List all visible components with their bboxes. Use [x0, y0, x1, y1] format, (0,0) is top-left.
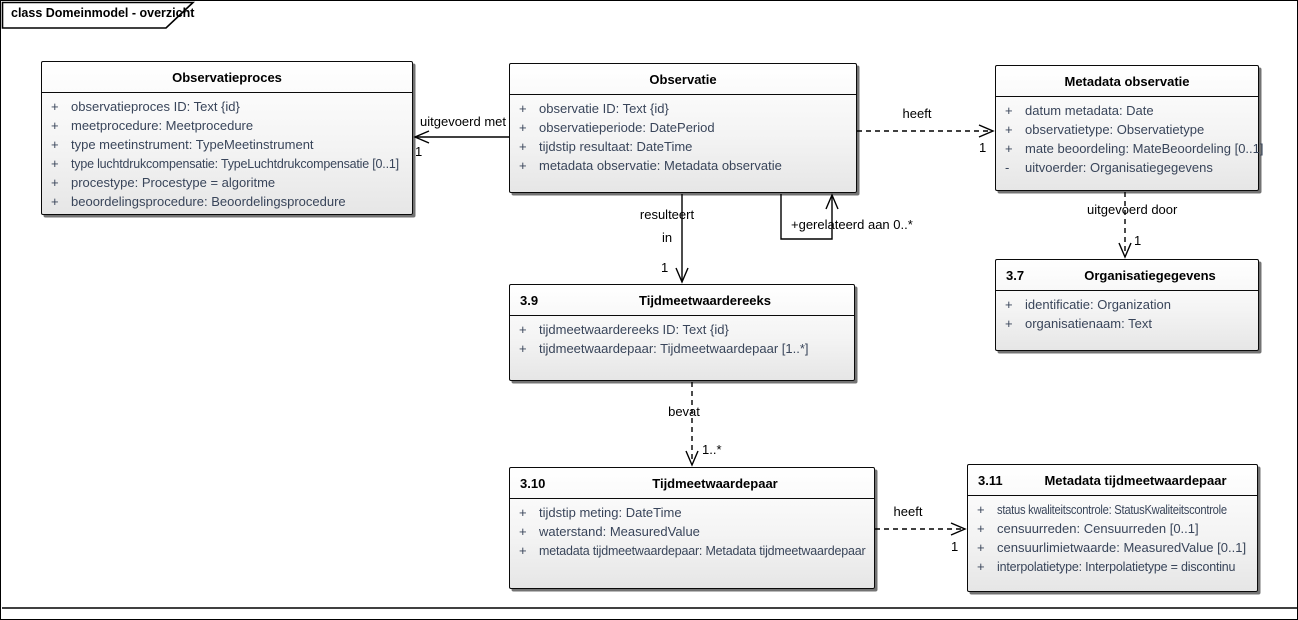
class-metadata-tijdmeetwaardepaar[interactable]: 3.11 Metadata tijdmeetwaardepaar +status…	[967, 464, 1258, 592]
attribute-row: +type luchtdrukcompensatie: TypeLuchtdru…	[51, 156, 399, 171]
multiplicity-bevat: 1..*	[702, 442, 722, 457]
class-observatie[interactable]: Observatie +observatie ID: Text {id} +ob…	[509, 63, 857, 193]
attribute-row: +tijdmeetwaardepaar: Tijdmeetwaardepaar …	[519, 341, 809, 356]
class-number: 3.11	[978, 472, 1003, 488]
attribute-row: +tijdmeetwaardereeks ID: Text {id}	[519, 322, 729, 337]
connector-label-heeft-observatie: heeft	[902, 106, 932, 121]
attribute-row: +tijdstip resultaat: DateTime	[519, 139, 693, 154]
multiplicity-resulteert: 1	[661, 260, 669, 275]
attribute-row: +censuurlimietwaarde: MeasuredValue [0..…	[977, 540, 1247, 555]
attribute-row: +datum metadata: Date	[1005, 103, 1154, 118]
diagram-frame-title: class Domeinmodel - overzicht	[11, 6, 195, 20]
attribute-row: +status kwaliteitscontrole: StatusKwalit…	[977, 502, 1227, 517]
attribute-row: +metadata tijdmeetwaardepaar: Metadata t…	[519, 543, 866, 558]
class-number: 3.7	[1006, 267, 1025, 283]
connector-label-bevat: bevat	[668, 404, 700, 419]
class-title: Metadata observatie	[1064, 73, 1190, 89]
class-title: Tijdmeetwaardereeks	[639, 292, 771, 308]
class-tijdmeetwaardereeks[interactable]: 3.9 Tijdmeetwaardereeks +tijdmeetwaarder…	[509, 284, 855, 381]
connector-uitgevoerd-met	[413, 130, 509, 144]
multiplicity-uitgevoerd-met: 1	[415, 144, 423, 159]
attribute-row: +waterstand: MeasuredValue	[519, 524, 700, 539]
attribute-row: +beoordelingsprocedure: Beoordelingsproc…	[51, 194, 346, 209]
class-title: Organisatiegegevens	[1084, 267, 1216, 283]
connector-heeft-paar	[875, 522, 967, 536]
connector-label-heeft-paar: heeft	[893, 504, 923, 519]
class-number: 3.10	[520, 475, 546, 491]
connector-label-gerelateerd-aan: +gerelateerd aan 0..*	[791, 217, 913, 232]
class-title: Tijdmeetwaardepaar	[652, 475, 778, 491]
attribute-row: +observatieproces ID: Text {id}	[51, 99, 240, 114]
class-tijdmeetwaardepaar[interactable]: 3.10 Tijdmeetwaardepaar +tijdstip meting…	[509, 467, 875, 589]
class-number: 3.9	[520, 292, 539, 308]
connector-label-resulteert: resulteert	[639, 207, 695, 222]
attribute-row: +meetprocedure: Meetprocedure	[51, 118, 254, 133]
attribute-row: -uitvoerder: Organisatiegegevens	[1005, 160, 1213, 175]
connector-label-uitgevoerd-door: uitgevoerd door	[1087, 202, 1178, 217]
attribute-row: +observatieperiode: DatePeriod	[519, 120, 715, 135]
attribute-row: +tijdstip meting: DateTime	[519, 505, 682, 520]
class-title: Observatie	[649, 71, 717, 87]
attribute-row: +censuurreden: Censuurreden [0..1]	[977, 521, 1199, 536]
connector-bevat	[685, 382, 699, 467]
attribute-row: +metadata observatie: Metadata observati…	[519, 158, 782, 173]
connector-label-uitgevoerd-met: uitgevoerd met	[420, 114, 506, 129]
multiplicity-heeft-paar: 1	[951, 539, 959, 554]
class-title: Observatieproces	[172, 69, 282, 85]
attribute-row: +type meetinstrument: TypeMeetinstrument	[51, 137, 314, 152]
attribute-row: +organisatienaam: Text	[1005, 316, 1152, 331]
attribute-row: +interpolatietype: Interpolatietype = di…	[977, 559, 1236, 574]
multiplicity-heeft-observatie: 1	[979, 140, 987, 155]
connector-label-resulteert-in: in	[661, 230, 673, 245]
attribute-row: +observatie ID: Text {id}	[519, 101, 669, 116]
class-metadata-observatie[interactable]: Metadata observatie +datum metadata: Dat…	[995, 65, 1264, 191]
connector-heeft-observatie	[857, 124, 995, 138]
attribute-row: +procestype: Procestype = algoritme	[51, 175, 276, 190]
multiplicity-uitgevoerd-door: 1	[1134, 233, 1142, 248]
attribute-row: +mate beoordeling: MateBeoordeling [0..1…	[1005, 141, 1264, 156]
class-organisatiegegevens[interactable]: 3.7 Organisatiegegevens +identificatie: …	[995, 259, 1259, 351]
attribute-row: +identificatie: Organization	[1005, 297, 1171, 312]
attribute-row: +observatietype: Observatietype	[1005, 122, 1205, 137]
class-title: Metadata tijdmeetwaardepaar	[1044, 472, 1227, 488]
class-observatieproces[interactable]: Observatieproces +observatieproces ID: T…	[41, 61, 413, 215]
